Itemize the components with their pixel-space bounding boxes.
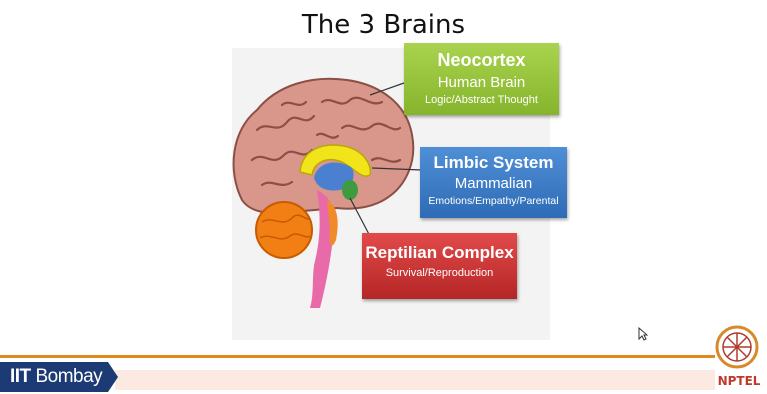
limbic-box: Limbic System Mammalian Emotions/Empathy…: [420, 147, 567, 218]
institute-prefix: IIT: [10, 366, 31, 387]
institute-name: Bombay: [35, 366, 102, 387]
reptilian-detail: Survival/Reproduction: [362, 267, 517, 279]
slide-title: The 3 Brains: [0, 10, 767, 40]
reptilian-box: Reptilian Complex Survival/Reproduction: [362, 233, 517, 299]
neocortex-box: Neocortex Human Brain Logic/Abstract Tho…: [404, 43, 559, 115]
limbic-detail: Emotions/Empathy/Parental: [420, 195, 567, 207]
neocortex-detail: Logic/Abstract Thought: [404, 94, 559, 106]
institute-badge: IIT Bombay: [0, 362, 118, 392]
limbic-subtitle: Mammalian: [420, 175, 567, 192]
reptilian-heading: Reptilian Complex: [362, 243, 517, 263]
footer-strip: [115, 370, 715, 390]
footer-divider: [0, 355, 715, 358]
neocortex-heading: Neocortex: [404, 50, 559, 71]
limbic-heading: Limbic System: [420, 153, 567, 173]
neocortex-subtitle: Human Brain: [404, 74, 559, 91]
mouse-cursor-icon: [638, 327, 648, 341]
nptel-wordmark: NPTEL: [713, 374, 765, 388]
